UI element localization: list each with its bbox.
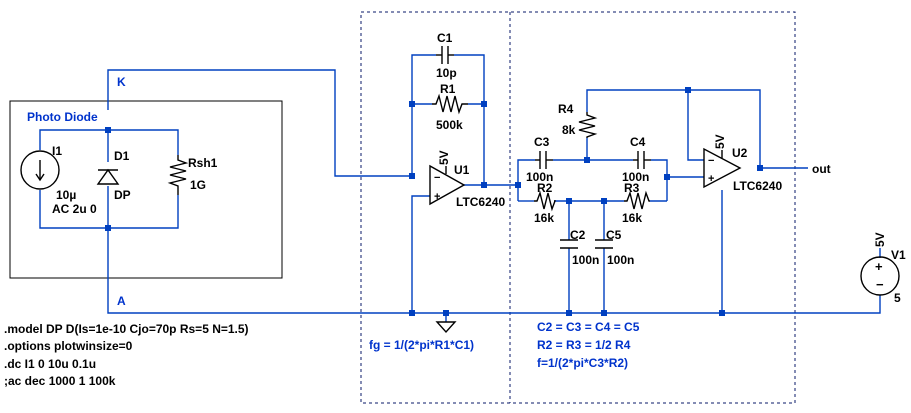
r3-label: R3 [624,181,640,195]
wires [39,54,881,322]
note-res: R2 = R3 = 1/2 R4 [537,338,631,352]
net-label-a: A [117,294,126,308]
c5-value: 100n [607,253,634,267]
u2-opamp: − + [703,147,742,189]
c4-capacitor [633,151,651,169]
svg-text:−: − [434,172,440,184]
u1-opamp: − + [429,164,466,206]
r2-resistor [534,190,557,212]
note-f: f=1/(2*pi*C3*R2) [537,356,628,370]
c3-value: 100n [526,170,553,184]
v1-supply-label: 5V [873,232,887,247]
c3-label: C3 [534,135,550,149]
net-label-out: out [812,162,831,176]
r3-resistor [624,190,650,210]
net-label-k: K [117,75,126,89]
u2-supply-label: 5V [713,134,727,149]
photodiode-box-title: Photo Diode [27,110,98,124]
r4-resistor [578,112,598,138]
note-fg: fg = 1/(2*pi*R1*C1) [369,338,474,352]
svg-text:−: − [876,277,884,292]
i1-current-source [20,150,60,190]
d1-diode-symbol [96,168,120,185]
svg-text:+: + [708,173,714,185]
rsh1-label: Rsh1 [188,156,218,170]
i1-ac: AC 2u 0 [52,202,97,216]
r1-value: 500k [436,118,463,132]
junction-dots [105,87,763,316]
rsh1-value: 1G [190,178,206,192]
net-label-five: 5 [894,291,901,305]
c5-label: C5 [606,228,622,242]
directive-ac: ;ac dec 1000 1 100k [4,374,116,388]
c1-value: 10p [436,66,457,80]
c4-label: C4 [630,135,646,149]
r3-value: 16k [622,211,642,225]
r1-resistor [432,93,468,115]
svg-text:−: − [708,155,714,167]
v1-voltage-source: + − [860,256,900,296]
svg-text:+: + [434,191,440,203]
c1-label: C1 [437,31,453,45]
c2-label: C2 [570,228,586,242]
ground-icon [435,321,457,334]
r1-label: R1 [440,82,456,96]
filter-block-frame [360,11,796,404]
photodiode-box [9,100,283,279]
c2-capacitor [560,239,578,249]
d1-model: DP [114,188,131,202]
r2-value: 16k [534,211,554,225]
c5-capacitor [595,239,613,249]
c1-capacitor [436,46,454,64]
u2-label: U2 [732,146,748,160]
i1-label: I1 [52,144,62,158]
i1-value: 10µ [56,188,76,202]
r4-value: 8k [562,123,576,137]
note-caps: C2 = C3 = C4 = C5 [537,320,640,334]
v1-label: V1 [891,248,906,262]
c3-capacitor [535,151,553,169]
u1-label: U1 [454,163,470,177]
c2-value: 100n [572,253,599,267]
u2-part: LTC6240 [733,179,782,193]
svg-text:+: + [875,259,883,274]
r4-label: R4 [558,102,574,116]
r2-label: R2 [537,181,553,195]
c4-value: 100n [622,170,649,184]
directive-model: .model DP D(Is=1e-10 Cjo=70p Rs=5 N=1.5) [4,322,249,336]
directive-dc: .dc I1 0 10u 0.1u [4,357,96,371]
d1-label: D1 [114,149,130,163]
u1-part: LTC6240 [456,195,505,209]
rsh1-resistor [167,155,189,195]
u1-supply-label: 5V [437,150,451,165]
directive-options: .options plotwinsize=0 [4,339,133,353]
